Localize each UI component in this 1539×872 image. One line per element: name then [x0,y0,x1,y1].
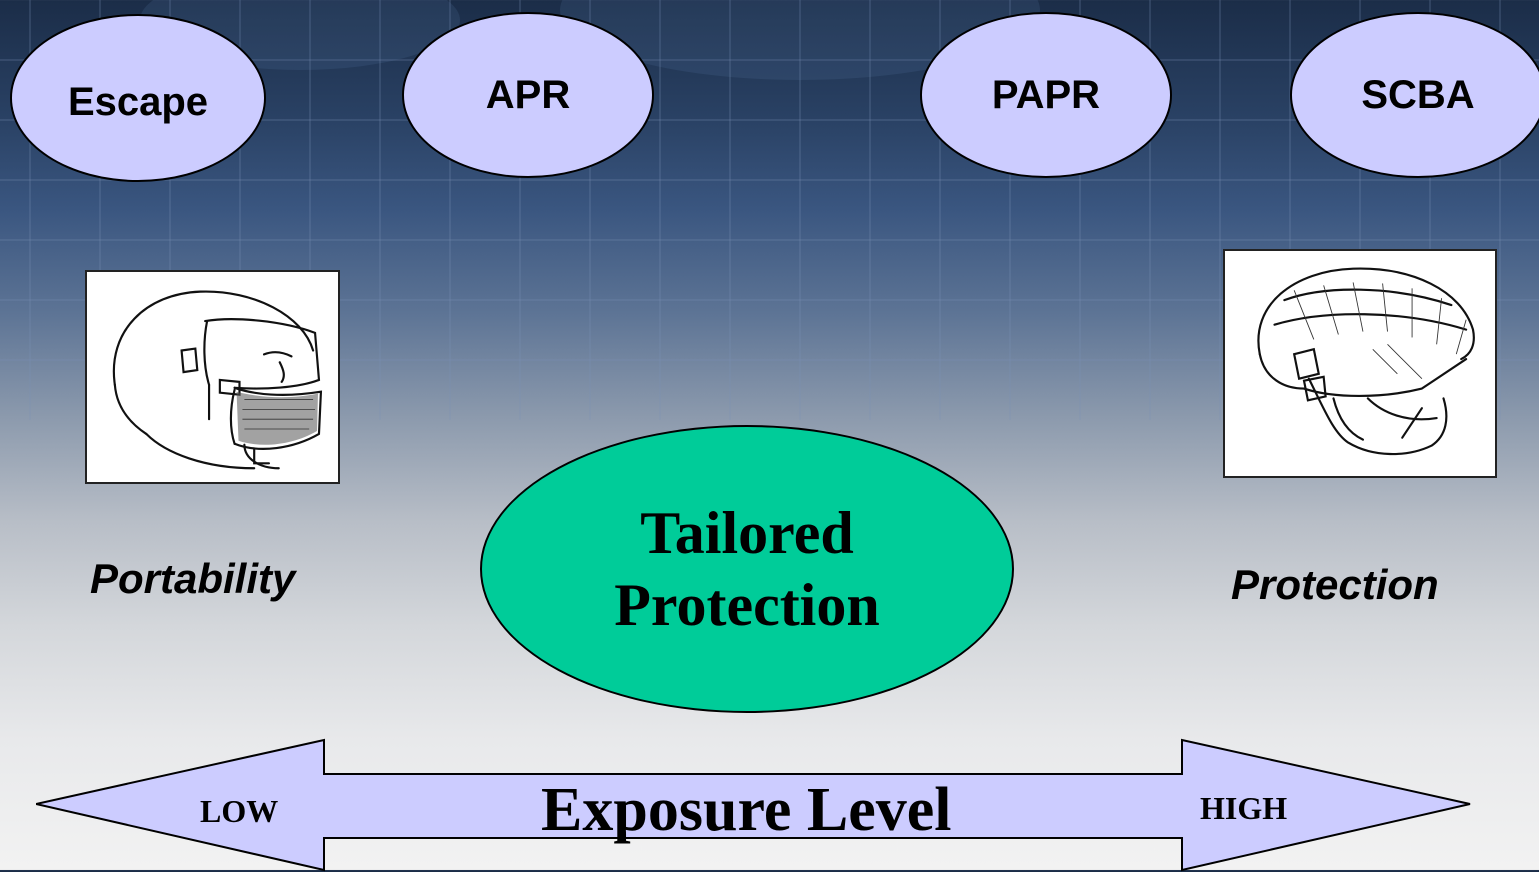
center-line-1: Tailored [640,500,854,566]
apr-label: APR [485,72,571,117]
papr-hood-icon [1257,267,1475,456]
escape-oval: Escape [10,14,266,182]
tailored-protection-oval: Tailored Protection [480,425,1014,713]
escape-hood-picture [85,270,340,484]
papr-label: PAPR [991,72,1101,117]
low-label: LOW [200,793,279,829]
protection-label: Protection [1231,561,1439,608]
exposure-level-title: Exposure Level [541,776,952,844]
apr-oval: APR [402,12,654,178]
escape-hood-icon [112,290,323,470]
portability-label: Portability [90,555,296,602]
center-line-2: Protection [614,572,880,638]
scba-label: SCBA [1361,72,1475,117]
double-headed-arrow-shape [36,738,1471,872]
exposure-level-arrow [36,738,1471,872]
escape-label: Escape [67,79,209,124]
papr-oval: PAPR [920,12,1172,178]
high-label: HIGH [1200,790,1288,826]
scba-oval: SCBA [1290,12,1539,178]
papr-hood-picture [1223,249,1497,478]
